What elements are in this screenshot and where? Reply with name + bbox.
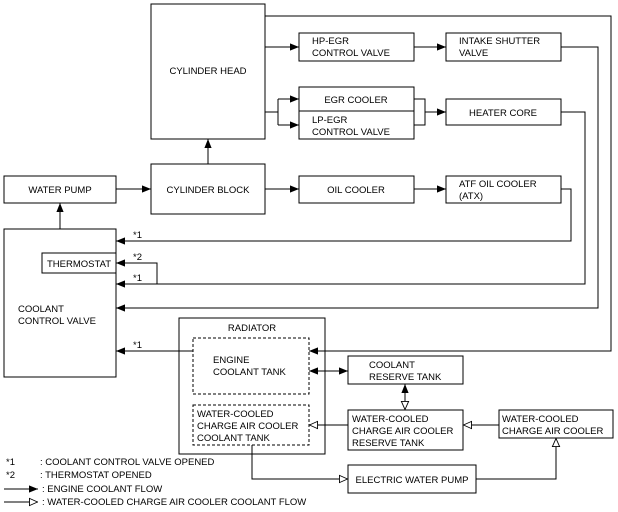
wcac-line1: WATER-COOLED [502,414,579,425]
arrow-ewp-to-wcac [476,438,556,480]
heater-core-label: HEATER CORE [469,108,537,119]
oil-cooler-box: OIL COOLER [298,175,415,204]
radiator-label: RADIATOR [228,323,276,334]
egr-cooler-label: EGR COOLER [324,95,387,106]
wcac-coolant-tank-line1: WATER-COOLED [197,409,274,420]
cylinder-block-label: CYLINDER BLOCK [167,185,251,196]
lp-egr-control-valve-box: LP-EGR CONTROL VALVE [298,110,415,140]
engine-coolant-tank-line2: COOLANT TANK [213,367,287,378]
legend-note1-text: : COOLANT CONTROL VALVE OPENED [40,457,215,468]
hp-egr-control-valve-box: HP-EGR CONTROL VALVE [298,32,415,62]
atf-oil-cooler-box: ATF OIL COOLER (ATX) [445,175,562,204]
hp-egr-label-line1: HP-EGR [312,36,349,47]
marker-thermostat: *2 [133,252,142,263]
cylinder-block-box: CYLINDER BLOCK [150,163,266,215]
legend-note2-text: : THERMOSTAT OPENED [40,470,152,481]
wcac-coolant-tank-box: WATER-COOLED CHARGE AIR COOLER COOLANT T… [192,404,310,446]
wcac-line2: CHARGE AIR COOLER [502,426,603,437]
arrow-tank-to-ewp [251,445,348,479]
ccv-label-line2: CONTROL VALVE [18,316,96,327]
water-pump-label: WATER PUMP [28,185,91,196]
coolant-reserve-tank-line1: COOLANT [369,360,415,371]
oil-cooler-label: OIL COOLER [327,185,385,196]
marker-radiator-return: *1 [133,340,142,351]
wcac-coolant-tank-line2: CHARGE AIR COOLER [197,421,298,432]
arrow-heater-return-to-ccv [116,111,586,288]
lp-egr-label-line2: CONTROL VALVE [312,127,390,138]
heater-core-box: HEATER CORE [445,98,562,126]
wcac-coolant-flow-lines [251,384,556,480]
legend-note1-key: *1 [6,457,15,468]
branch-head-to-egr [265,99,279,113]
marker-atf-return: *1 [133,230,142,241]
arrow-atf-return-to-ccv [116,188,572,245]
hp-egr-label-line2: CONTROL VALVE [312,48,390,59]
electric-water-pump-box: ELECTRIC WATER PUMP [347,464,477,494]
atf-oil-cooler-label-line1: ATF OIL COOLER [459,179,537,190]
legend-note2-key: *2 [6,470,15,481]
thermostat-box: THERMOSTAT [41,252,117,274]
coolant-reserve-tank-box: COOLANT RESERVE TANK [347,355,464,385]
coolant-reserve-tank-line2: RESERVE TANK [369,372,442,383]
wcac-coolant-tank-line3: COOLANT TANK [197,433,271,444]
cylinder-head-label: CYLINDER HEAD [169,66,246,77]
marker-heater-return: *1 [133,273,142,284]
ccv-label-line1: COOLANT [18,304,64,315]
intake-shutter-valve-box: INTAKE SHUTTER VALVE [445,32,562,62]
engine-coolant-flow-lines [56,15,612,375]
intake-shutter-label-line1: INTAKE SHUTTER [459,36,540,47]
coolant-control-valve-box: COOLANT CONTROL VALVE [3,228,117,378]
arrow-shutter-return-to-ccv [116,46,599,312]
atf-oil-cooler-label-line2: (ATX) [459,191,483,202]
legend-wcac-flow-text: : WATER-COOLED CHARGE AIR COOLER COOLANT… [42,497,306,508]
cylinder-head-box: CYLINDER HEAD [150,3,266,140]
legend: *1 : COOLANT CONTROL VALVE OPENED *2 : T… [4,457,306,508]
wcac-reserve-tank-line3: RESERVE TANK [352,438,425,449]
wcac-reserve-tank-line1: WATER-COOLED [352,414,429,425]
water-pump-box: WATER PUMP [3,175,117,204]
thermostat-label: THERMOSTAT [47,259,111,270]
merge-egr-to-heater [414,98,426,126]
arrow-bypass-to-thermostat [116,259,158,284]
arrow-head-return-to-ccv [265,15,612,355]
wcac-box: WATER-COOLED CHARGE AIR COOLER [498,409,614,439]
engine-coolant-tank-box: ENGINE COOLANT TANK [192,337,310,395]
wcac-reserve-tank-line2: CHARGE AIR COOLER [352,426,453,437]
egr-cooler-box: EGR COOLER [298,86,415,112]
intake-shutter-label-line2: VALVE [459,48,488,59]
engine-coolant-tank-line1: ENGINE [213,355,249,366]
legend-engine-flow-text: : ENGINE COOLANT FLOW [42,484,162,495]
electric-water-pump-label: ELECTRIC WATER PUMP [356,475,469,486]
wcac-reserve-tank-box: WATER-COOLED CHARGE AIR COOLER RESERVE T… [347,409,464,451]
lp-egr-label-line1: LP-EGR [312,115,348,126]
